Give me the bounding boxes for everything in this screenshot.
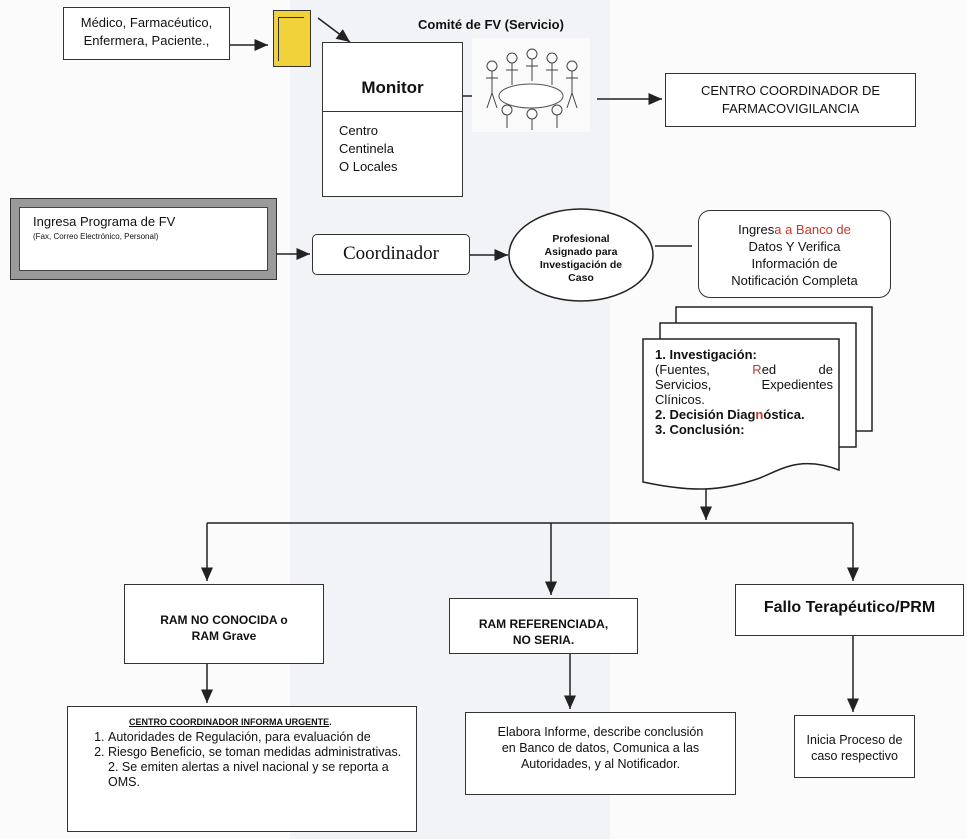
profesional-text: Profesional Asignado para Investigación … xyxy=(514,233,648,285)
informa-urgente-box: CENTRO COORDINADOR INFORMA URGENTE. Auto… xyxy=(67,706,417,832)
elabora-line1: Elabora Informe, describe conclusión xyxy=(497,725,704,739)
ram-no-line1: RAM NO CONOCIDA o xyxy=(160,613,288,627)
reporters-line2: Enfermera, Paciente., xyxy=(83,33,210,48)
ram-no-conocida-box: RAM NO CONOCIDA o RAM Grave xyxy=(124,584,324,664)
banco-box: Ingresa a Banco de Datos Y Verifica Info… xyxy=(698,210,891,298)
ram-referenciada-box: RAM REFERENCIADA, NO SERIA. xyxy=(449,598,638,654)
monitor-line3: O Locales xyxy=(339,159,398,174)
people-group-illustration xyxy=(472,38,590,132)
reporters-box: Médico, Farmacéutico, Enfermera, Pacient… xyxy=(63,7,230,60)
arrow-folder-monitor xyxy=(317,17,351,43)
centro-coordinador-box: CENTRO COORDINADOR DE FARMACOVIGILANCIA xyxy=(665,73,916,127)
banco-line2: Datos Y Verifica xyxy=(748,239,841,254)
ram-no-line2: RAM Grave xyxy=(191,629,257,643)
centro-line1: CENTRO COORDINADOR DE xyxy=(700,83,881,98)
monitor-line2: Centinela xyxy=(339,141,394,156)
ram-ref-line2: NO SERIA. xyxy=(512,633,575,647)
committee-title: Comité de FV (Servicio) xyxy=(418,17,564,32)
profesional-line4: Caso xyxy=(568,272,594,284)
banco-line3: Información de xyxy=(751,256,838,271)
ram-ref-line1: RAM REFERENCIADA, xyxy=(478,617,609,631)
informa-item-1: Autoridades de Regulación, para evaluaci… xyxy=(108,730,410,745)
informa-list: Autoridades de Regulación, para evaluaci… xyxy=(76,730,410,760)
elabora-informe-box: Elabora Informe, describe conclusión en … xyxy=(465,712,736,795)
inv-line6: 3. Conclusión: xyxy=(655,422,745,437)
profesional-line3: Investigación de xyxy=(539,259,623,271)
inicia-proceso-box: Inicia Proceso de caso respectivo xyxy=(794,715,915,778)
ingresa-sub: (Fax, Correo Electrónico, Personal) xyxy=(33,232,159,241)
coordinador-label: Coordinador xyxy=(342,243,440,264)
informa-extra: 2. Se emiten alertas a nivel nacional y … xyxy=(108,760,389,789)
monitor-title: Monitor xyxy=(361,78,424,97)
monitor-line1: Centro xyxy=(339,123,379,138)
profesional-line1: Profesional xyxy=(552,233,610,245)
informa-header: CENTRO COORDINADOR INFORMA URGENTE. xyxy=(129,717,332,727)
elabora-line2: en Banco de datos, Comunica a las xyxy=(501,741,700,755)
ingresa-title: Ingresa Programa de FV xyxy=(33,214,176,229)
investigation-document-stack xyxy=(642,306,873,490)
banco-line4: Notificación Completa xyxy=(731,273,858,288)
informa-item-2: Riesgo Beneficio, se toman medidas admin… xyxy=(108,745,410,760)
inv-line5: 2. Decisión Diagnóstica. xyxy=(655,407,805,422)
coordinador-box: Coordinador xyxy=(312,234,470,275)
inicia-line1: Inicia Proceso de xyxy=(806,733,903,747)
centro-line2: FARMACOVIGILANCIA xyxy=(721,101,860,116)
folder-icon xyxy=(273,10,311,67)
inv-line1: 1. Investigación: xyxy=(655,347,757,362)
ingresa-box: Ingresa Programa de FV (Fax, Correo Elec… xyxy=(10,198,277,280)
fallo-box: Fallo Terapéutico/PRM xyxy=(735,584,964,636)
monitor-box: Monitor Centro Centinela O Locales xyxy=(322,42,463,197)
profesional-line2: Asignado para xyxy=(544,246,618,258)
banco-line1: Ingresa a Banco de xyxy=(738,222,851,237)
fallo-label: Fallo Terapéutico/PRM xyxy=(763,599,936,616)
profesional-ellipse xyxy=(508,208,654,302)
inv-line4: Clínicos. xyxy=(655,392,705,407)
reporters-line1: Médico, Farmacéutico, xyxy=(80,15,213,30)
inv-line3: Servicios,Expedientes xyxy=(655,377,833,392)
inicia-line2: caso respectivo xyxy=(811,749,898,763)
elabora-line3: Autoridades, y al Notificador. xyxy=(520,757,681,771)
